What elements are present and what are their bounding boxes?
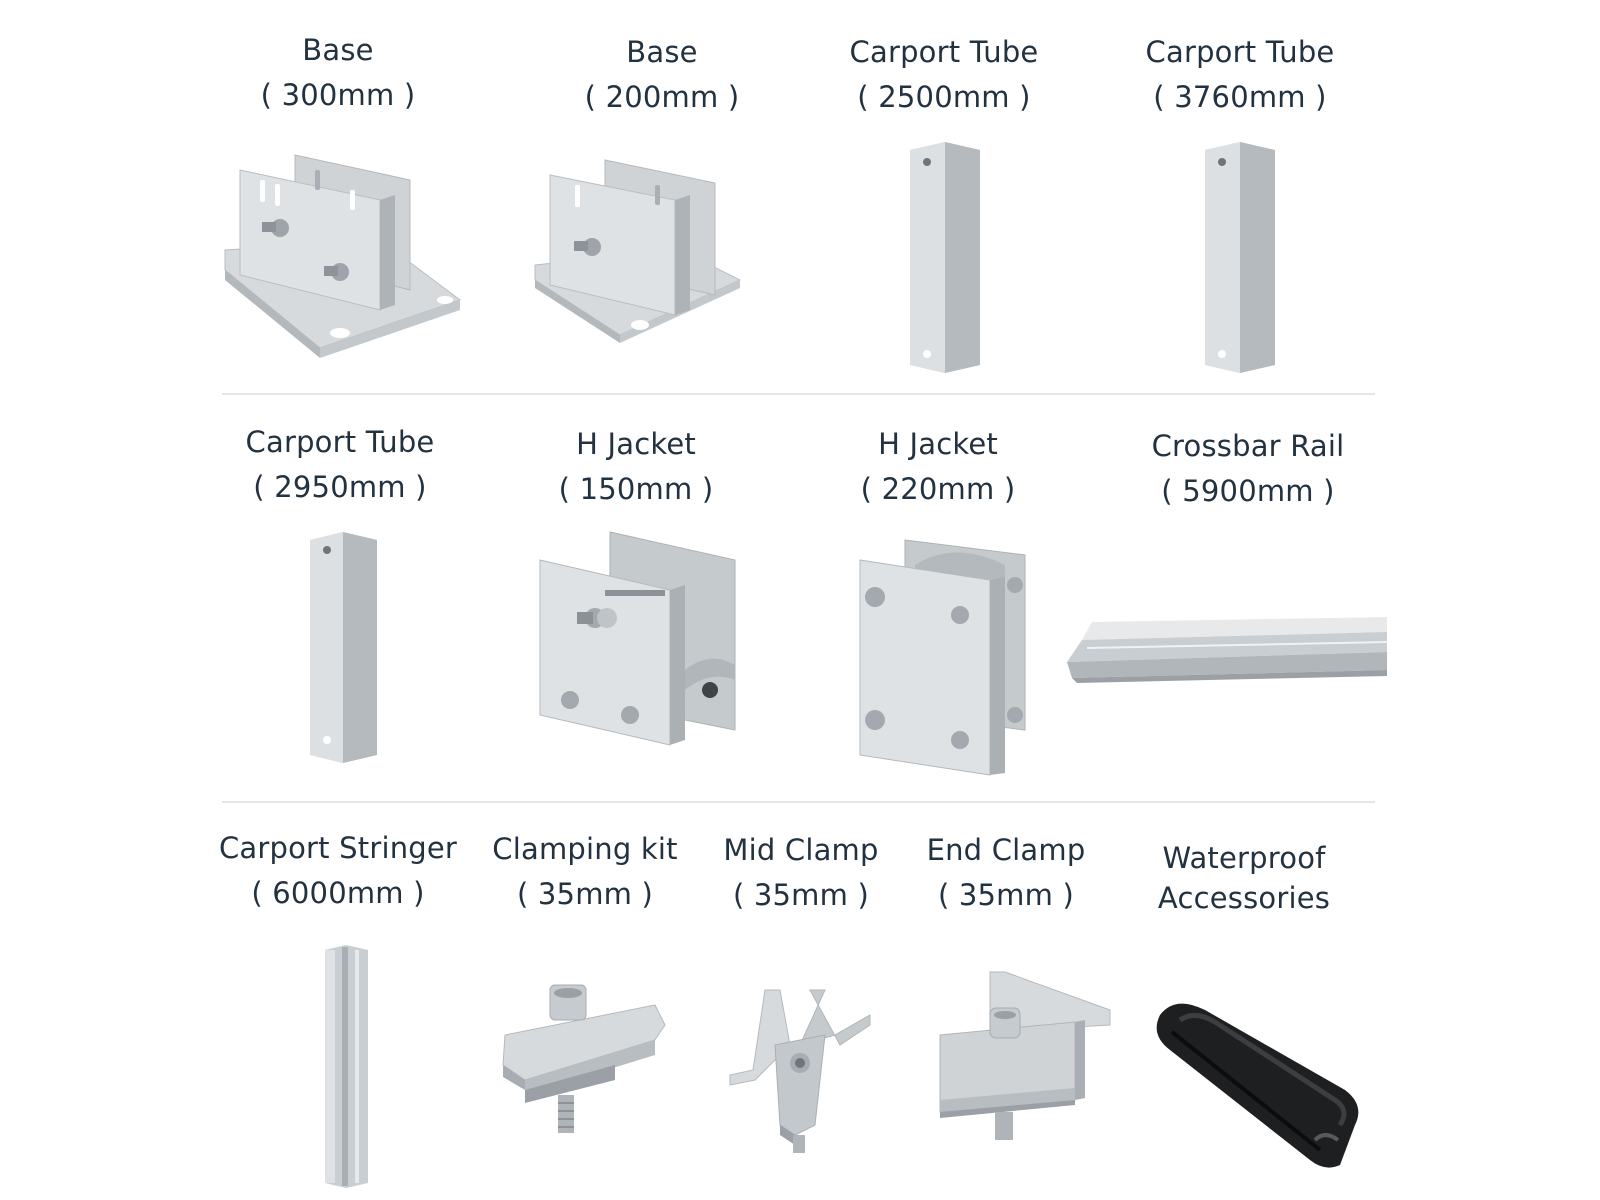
product-size: ( 2500mm ): [857, 80, 1031, 114]
base-300-icon: [224, 154, 462, 358]
carport-stringer-icon: [325, 945, 368, 1188]
product-label-waterproof: Waterproof Accessories: [1158, 838, 1330, 918]
product-name: Carport Stringer: [218, 831, 458, 865]
product-size: ( 2950mm ): [253, 470, 427, 504]
product-size: ( 200mm ): [584, 80, 740, 114]
product-name: H Jacket: [878, 427, 998, 461]
product-name: Mid Clamp: [723, 833, 879, 867]
product-name: Carport Tube: [1145, 35, 1335, 69]
product-size: Accessories: [1157, 881, 1331, 915]
product-name: Clamping kit: [492, 832, 678, 866]
product-size: ( 3760mm ): [1153, 80, 1327, 114]
product-size: ( 220mm ): [860, 472, 1016, 506]
product-label-h-jacket-220: H Jacket ( 220mm ): [861, 422, 1016, 512]
product-label-base-200: Base ( 200mm ): [585, 30, 740, 120]
tube-3760-icon: [1205, 142, 1275, 373]
product-label-carport-stringer: Carport Stringer ( 6000mm ): [219, 826, 457, 916]
mid-clamp-icon: [729, 989, 871, 1153]
product-size: ( 35mm ): [937, 878, 1075, 912]
product-size: ( 150mm ): [558, 472, 714, 506]
clamping-kit-icon: [502, 984, 666, 1133]
product-size: ( 35mm ): [732, 878, 870, 912]
product-label-clamping-kit: Clamping kit ( 35mm ): [492, 827, 677, 917]
product-label-tube-2500: Carport Tube ( 2500mm ): [850, 30, 1039, 120]
product-label-tube-3760: Carport Tube ( 3760mm ): [1146, 30, 1335, 120]
product-name: Base: [302, 33, 374, 67]
product-name: H Jacket: [576, 427, 696, 461]
tube-2500-icon: [910, 142, 980, 373]
row-divider-1: [222, 393, 1375, 395]
product-size: ( 6000mm ): [251, 876, 425, 910]
row-divider-2: [222, 801, 1375, 803]
product-label-crossbar-rail: Crossbar Rail ( 5900mm ): [1152, 424, 1345, 514]
waterproof-strip-icon: [1156, 1003, 1359, 1168]
product-label-h-jacket-150: H Jacket ( 150mm ): [559, 422, 714, 512]
product-label-end-clamp: End Clamp ( 35mm ): [927, 828, 1086, 918]
product-label-base-300: Base ( 300mm ): [261, 28, 416, 118]
product-name: Crossbar Rail: [1151, 429, 1345, 463]
product-size: ( 5900mm ): [1161, 474, 1335, 508]
product-label-mid-clamp: Mid Clamp ( 35mm ): [723, 828, 878, 918]
h-jacket-150-icon: [539, 531, 736, 746]
tube-2950-icon: [310, 532, 377, 763]
crossbar-rail-icon: [1067, 617, 1388, 683]
product-name: Carport Tube: [849, 35, 1039, 69]
product-name: End Clamp: [926, 833, 1086, 867]
base-200-icon: [534, 159, 742, 343]
product-label-tube-2950: Carport Tube ( 2950mm ): [246, 420, 435, 510]
h-jacket-220-icon: [859, 539, 1026, 776]
product-name: Base: [626, 35, 698, 69]
end-clamp-icon: [939, 971, 1111, 1140]
product-name: Waterproof: [1162, 841, 1326, 875]
product-size: ( 300mm ): [260, 78, 416, 112]
product-name: Carport Tube: [245, 425, 435, 459]
product-size: ( 35mm ): [516, 877, 654, 911]
